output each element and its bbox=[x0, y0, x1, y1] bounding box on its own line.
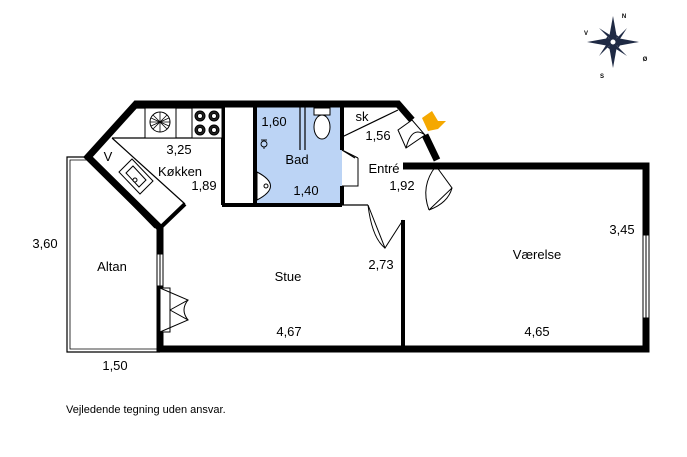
room-label-bedroom: Værelse bbox=[513, 247, 561, 262]
compass-north: N bbox=[622, 14, 626, 20]
ventilation-label: V bbox=[104, 149, 113, 164]
shower-icon bbox=[260, 139, 268, 149]
room-label-entrance: Entré bbox=[368, 161, 399, 176]
disclaimer: Vejledende tegning uden ansvar. bbox=[66, 404, 226, 416]
dim-kitchen-depth: 1,89 bbox=[191, 178, 216, 193]
compass-east: Ø bbox=[643, 57, 648, 63]
room-label-closet: sk bbox=[356, 109, 370, 124]
interior-walls bbox=[158, 104, 405, 349]
dim-balcony-width: 1,50 bbox=[102, 358, 127, 373]
balcony bbox=[66, 156, 160, 353]
compass-west: V bbox=[584, 31, 588, 37]
kitchen-sink-icon bbox=[118, 158, 154, 195]
dim-bath-width: 1,60 bbox=[261, 114, 286, 129]
washbasin-icon bbox=[256, 171, 271, 201]
dim-balcony-height: 3,60 bbox=[32, 236, 57, 251]
room-label-living: Stue bbox=[275, 269, 302, 284]
dim-bedroom-height: 3,45 bbox=[609, 222, 634, 237]
dim-closet-width: 1,56 bbox=[365, 128, 390, 143]
dim-bath-depth: 1,40 bbox=[293, 183, 318, 198]
toilet-icon bbox=[313, 107, 331, 140]
room-label-kitchen: Køkken bbox=[158, 164, 202, 179]
compass-rose-icon bbox=[587, 16, 639, 68]
room-label-bathroom: Bad bbox=[285, 152, 308, 167]
dim-living-width: 4,67 bbox=[276, 324, 301, 339]
stove-icon bbox=[191, 107, 223, 139]
entrance-arrow-icon bbox=[422, 111, 446, 131]
compass-south: S bbox=[600, 74, 604, 80]
room-label-balcony: Altan bbox=[97, 259, 127, 274]
dim-bedroom-width: 4,65 bbox=[524, 324, 549, 339]
dim-entrance-depth: 1,92 bbox=[389, 178, 414, 193]
dim-kitchen-width: 3,25 bbox=[166, 142, 191, 157]
windows bbox=[156, 234, 650, 319]
fan-icon bbox=[144, 107, 177, 139]
dim-living-height: 2,73 bbox=[368, 257, 393, 272]
doors bbox=[159, 119, 453, 333]
